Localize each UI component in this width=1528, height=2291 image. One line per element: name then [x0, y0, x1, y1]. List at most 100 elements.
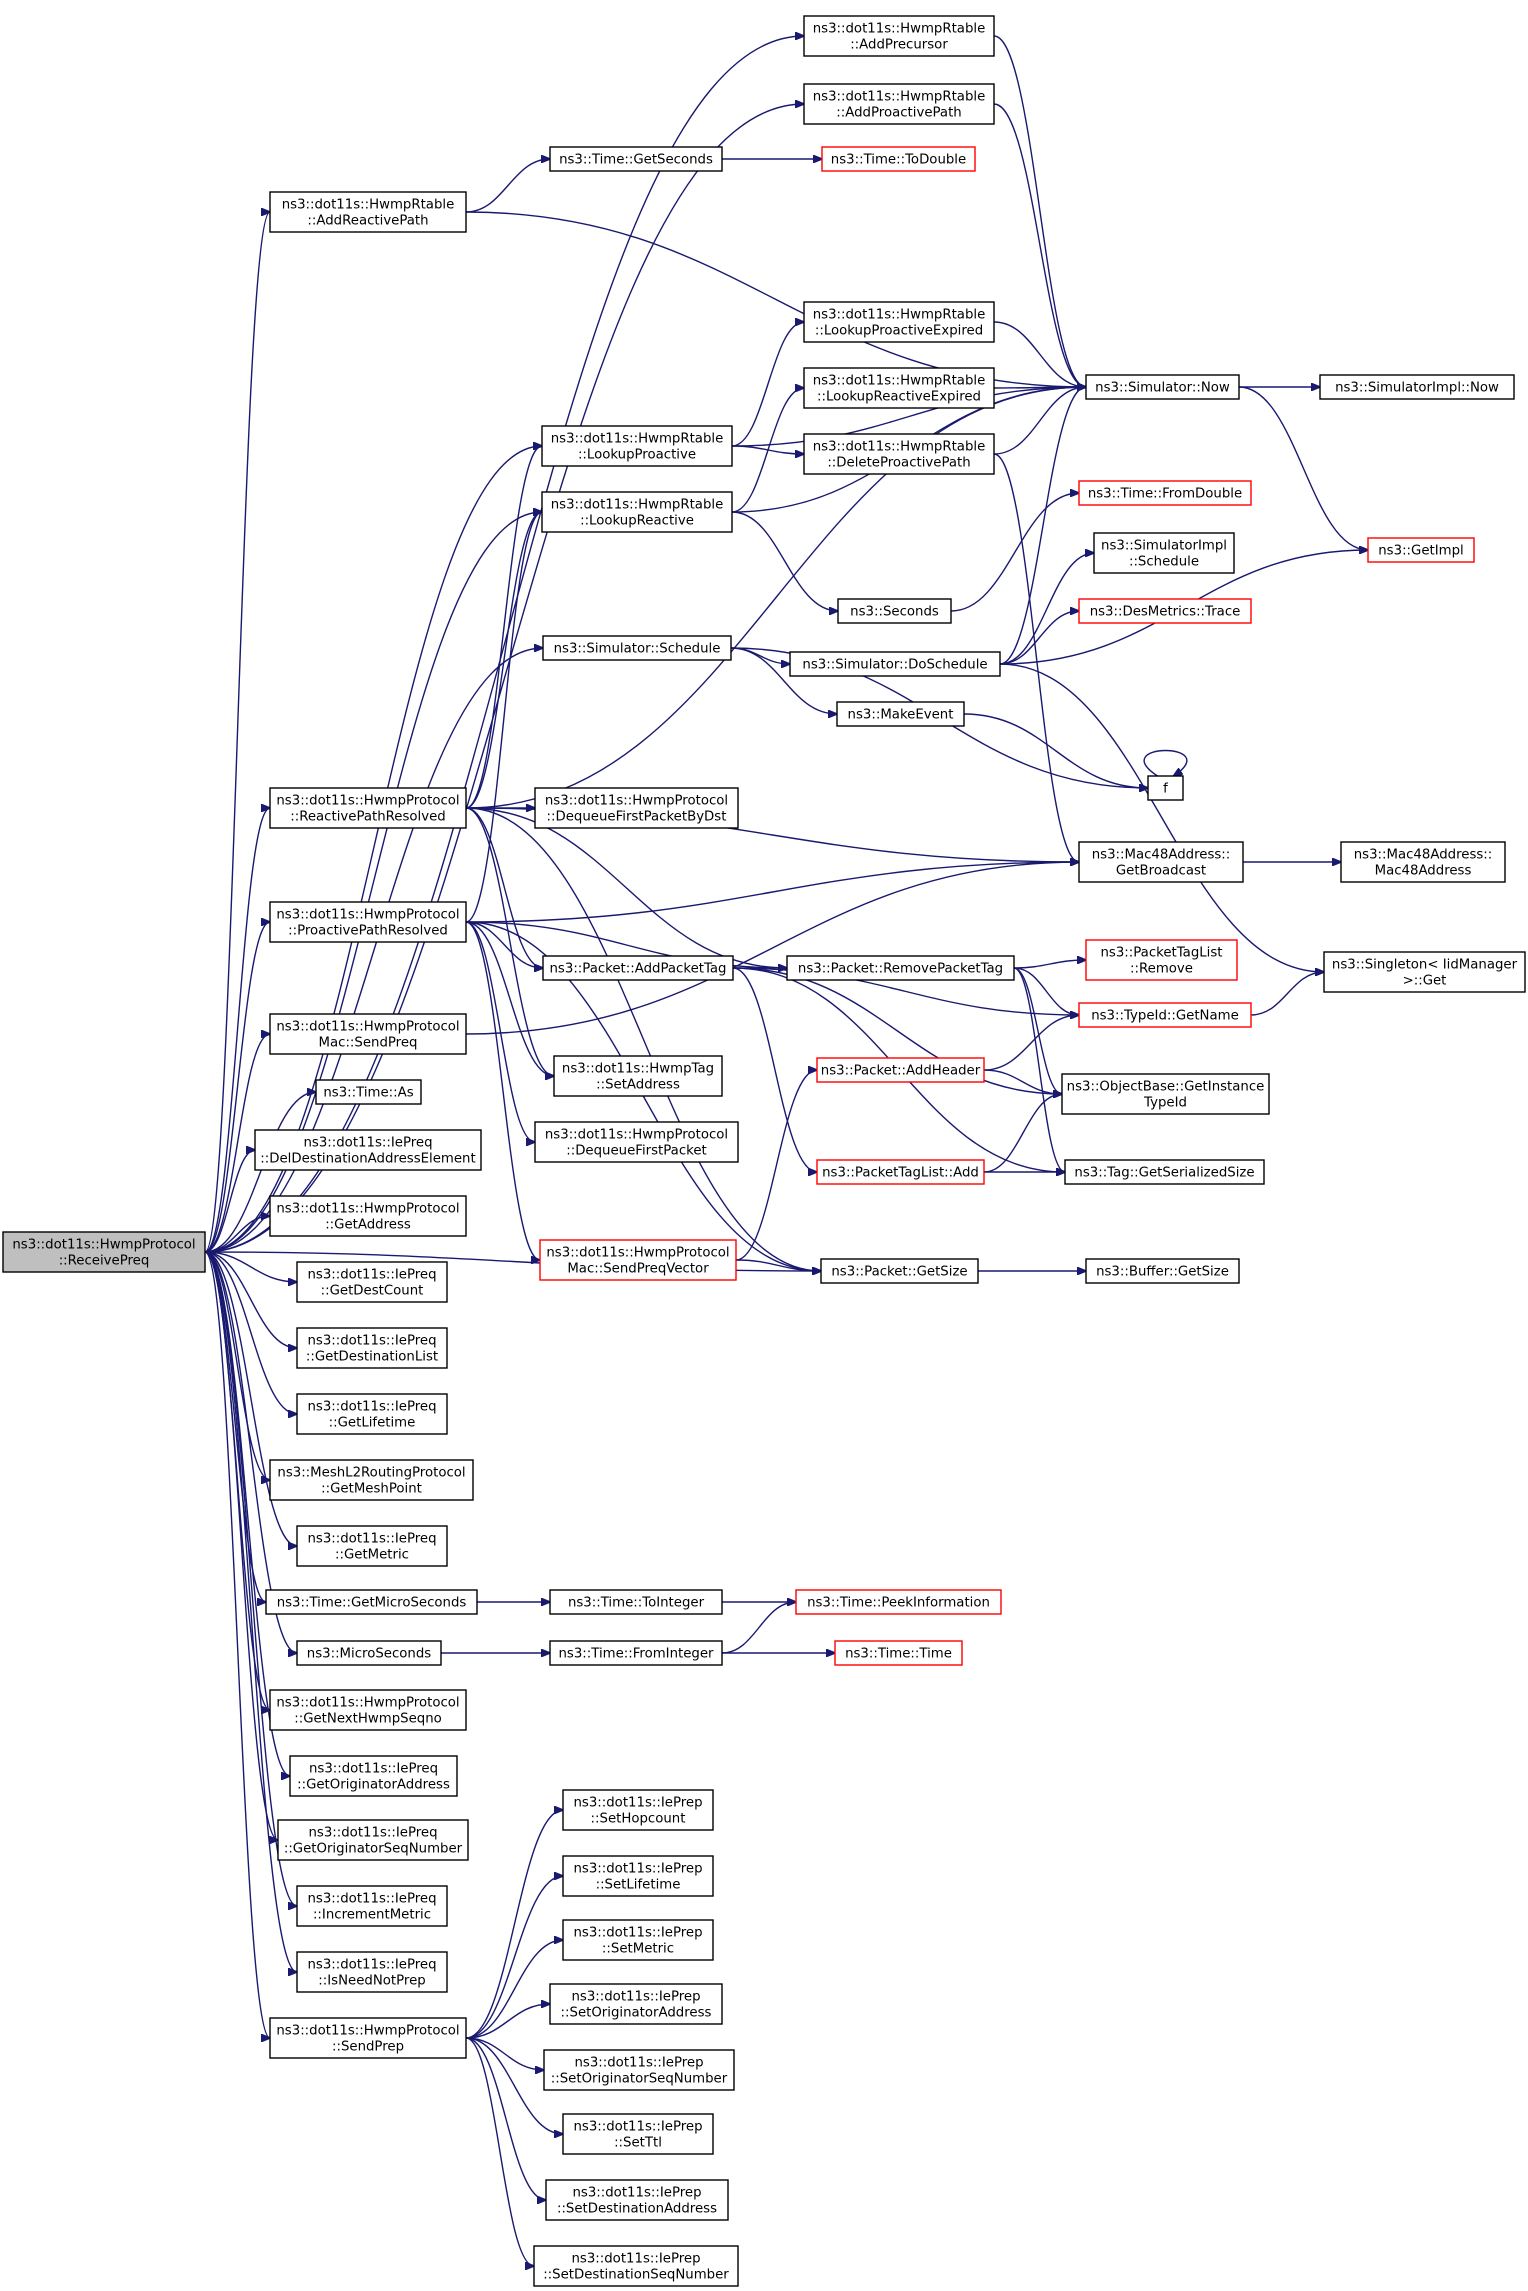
node-label: ns3::dot11s::IePreq [307, 1400, 436, 1415]
node-set-lifetime[interactable]: ns3::dot11s::IePrep::SetLifetime [562, 1855, 714, 1897]
node-from-integer[interactable]: ns3::Time::FromInteger [549, 1640, 723, 1666]
edge-delete-proactive-path-to-get-broadcast [993, 453, 1079, 862]
node-get-metric[interactable]: ns3::dot11s::IePreq::GetMetric [296, 1525, 448, 1567]
node-f[interactable]: f [1147, 775, 1184, 801]
edge-mac-send-preq-to-get-broadcast [465, 862, 1079, 1035]
node-seconds[interactable]: ns3::Seconds [837, 598, 952, 624]
node-box [553, 1055, 723, 1097]
edge-remove-packet-tag-to-tag-get-serialized-size [1013, 967, 1065, 1172]
node-micro-seconds[interactable]: ns3::MicroSeconds [296, 1640, 442, 1666]
node-add-packet-tag[interactable]: ns3::Packet::AddPacketTag [542, 955, 734, 981]
node-box [789, 651, 1001, 677]
node-lookup-proactive-expired[interactable]: ns3::dot11s::HwmpRtable::LookupProactive… [803, 301, 995, 343]
node-lookup-proactive[interactable]: ns3::dot11s::HwmpRtable::LookupProactive [541, 425, 733, 467]
node-get-seconds[interactable]: ns3::Time::GetSeconds [549, 146, 723, 172]
node-get-dest-count[interactable]: ns3::dot11s::IePreq::GetDestCount [296, 1261, 448, 1303]
node-label: f [1163, 782, 1168, 797]
node-get-originator-seq-number[interactable]: ns3::dot11s::IePreq::GetOriginatorSeqNum… [277, 1819, 469, 1861]
node-increment-metric[interactable]: ns3::dot11s::IePreq::IncrementMetric [296, 1885, 448, 1927]
node-set-destination-seq-number[interactable]: ns3::dot11s::IePrep::SetDestinationSeqNu… [533, 2245, 739, 2287]
node-hwmp-tag-set-address[interactable]: ns3::dot11s::HwmpTag::SetAddress [553, 1055, 723, 1097]
node-sim-schedule[interactable]: ns3::Simulator::Schedule [542, 635, 732, 661]
node-to-double[interactable]: ns3::Time::ToDouble [821, 146, 976, 172]
node-sim-now[interactable]: ns3::Simulator::Now [1085, 374, 1240, 400]
node-label: ::SetOriginatorSeqNumber [551, 2072, 728, 2087]
node-label: ns3::DesMetrics::Trace [1090, 605, 1241, 620]
node-dequeue-by-dst[interactable]: ns3::dot11s::HwmpProtocol::DequeueFirstP… [534, 787, 739, 829]
node-label: ns3::Packet::AddHeader [821, 1064, 981, 1079]
node-is-need-not-prep[interactable]: ns3::dot11s::IePreq::IsNeedNotPrep [296, 1951, 448, 1993]
node-reactive-path-resolved[interactable]: ns3::dot11s::HwmpProtocol::ReactivePathR… [269, 787, 467, 829]
node-lookup-reactive[interactable]: ns3::dot11s::HwmpRtable::LookupReactive [541, 491, 733, 533]
node-make-event[interactable]: ns3::MakeEvent [836, 701, 965, 727]
node-tag-get-serialized-size[interactable]: ns3::Tag::GetSerializedSize [1064, 1159, 1265, 1185]
node-label: ns3::PacketTagList [1100, 946, 1222, 961]
node-singleton-get[interactable]: ns3::Singleton< IidManager>::Get [1323, 951, 1526, 993]
node-label: ns3::Packet::GetSize [831, 1265, 967, 1280]
node-label: ::DequeueFirstPacket [566, 1144, 707, 1159]
node-label: ns3::dot11s::IePreq [307, 1532, 436, 1547]
node-send-prep[interactable]: ns3::dot11s::HwmpProtocol::SendPrep [269, 2017, 467, 2059]
edge-proactive-path-resolved-to-lookup-reactive [465, 512, 542, 923]
node-time-time[interactable]: ns3::Time::Time [834, 1640, 963, 1666]
node-des-trace[interactable]: ns3::DesMetrics::Trace [1078, 598, 1252, 624]
node-label: GetBroadcast [1116, 864, 1206, 879]
node-lookup-reactive-expired[interactable]: ns3::dot11s::HwmpRtable::LookupReactiveE… [803, 367, 995, 409]
node-add-precursor[interactable]: ns3::dot11s::HwmpRtable::AddPrecursor [803, 15, 995, 57]
edge-add-reactive-path-to-get-seconds [465, 159, 550, 213]
node-set-originator-address[interactable]: ns3::dot11s::IePrep::SetOriginatorAddres… [549, 1983, 723, 2025]
edge-sim-schedule-to-do-schedule [730, 647, 790, 664]
node-remove-packet-tag[interactable]: ns3::Packet::RemovePacketTag [786, 955, 1015, 981]
node-label: ns3::dot11s::IePrep [573, 2120, 702, 2135]
node-root[interactable]: ns3::dot11s::HwmpProtocol::ReceivePreq [2, 1231, 206, 1273]
node-to-integer[interactable]: ns3::Time::ToInteger [549, 1589, 723, 1615]
edge-sim-now-to-get-impl [1238, 386, 1368, 550]
node-get-micro-seconds[interactable]: ns3::Time::GetMicroSeconds [265, 1589, 478, 1615]
node-buffer-get-size[interactable]: ns3::Buffer::GetSize [1085, 1258, 1240, 1284]
node-tag-list-add[interactable]: ns3::PacketTagList::Add [816, 1159, 985, 1185]
node-get-impl[interactable]: ns3::GetImpl [1367, 537, 1475, 563]
node-get-lifetime[interactable]: ns3::dot11s::IePreq::GetLifetime [296, 1393, 448, 1435]
node-set-originator-seq-number[interactable]: ns3::dot11s::IePrep::SetOriginatorSeqNum… [543, 2049, 735, 2091]
node-set-metric[interactable]: ns3::dot11s::IePrep::SetMetric [562, 1919, 714, 1961]
node-box [803, 83, 995, 125]
node-del-dest-addr[interactable]: ns3::dot11s::IePreq::DelDestinationAddre… [254, 1129, 482, 1171]
node-sim-impl-schedule[interactable]: ns3::SimulatorImpl::Schedule [1093, 532, 1235, 574]
node-get-mesh-point[interactable]: ns3::MeshL2RoutingProtocol::GetMeshPoint [269, 1459, 474, 1501]
node-set-hopcount[interactable]: ns3::dot11s::IePrep::SetHopcount [562, 1789, 714, 1831]
node-get-originator-address[interactable]: ns3::dot11s::IePreq::GetOriginatorAddres… [289, 1755, 458, 1797]
node-proactive-path-resolved[interactable]: ns3::dot11s::HwmpProtocol::ProactivePath… [269, 901, 467, 943]
node-sim-impl-now[interactable]: ns3::SimulatorImpl::Now [1319, 374, 1515, 400]
node-add-reactive-path[interactable]: ns3::dot11s::HwmpRtable::AddReactivePath [269, 191, 467, 233]
node-label: ns3::SimulatorImpl::Now [1335, 381, 1499, 396]
node-label: ns3::MeshL2RoutingProtocol [277, 1466, 465, 1481]
node-packet-get-size[interactable]: ns3::Packet::GetSize [820, 1258, 979, 1284]
node-box [562, 1919, 714, 1961]
node-mac-send-preq-vector[interactable]: ns3::dot11s::HwmpProtocolMac::SendPreqVe… [539, 1239, 737, 1281]
node-add-header[interactable]: ns3::Packet::AddHeader [816, 1057, 985, 1083]
node-box [820, 1258, 979, 1284]
node-box [269, 1195, 467, 1237]
node-time-as[interactable]: ns3::Time::As [315, 1079, 422, 1105]
node-set-ttl[interactable]: ns3::dot11s::IePrep::SetTtl [562, 2113, 714, 2155]
node-add-proactive-path[interactable]: ns3::dot11s::HwmpRtable::AddProactivePat… [803, 83, 995, 125]
node-box [803, 15, 995, 57]
node-delete-proactive-path[interactable]: ns3::dot11s::HwmpRtable::DeleteProactive… [803, 433, 995, 475]
node-tag-list-remove[interactable]: ns3::PacketTagList::Remove [1085, 939, 1238, 981]
node-set-destination-address[interactable]: ns3::dot11s::IePrep::SetDestinationAddre… [545, 2179, 729, 2221]
node-dequeue-first[interactable]: ns3::dot11s::HwmpProtocol::DequeueFirstP… [534, 1121, 739, 1163]
node-get-broadcast[interactable]: ns3::Mac48Address::GetBroadcast [1078, 841, 1244, 883]
node-get-address[interactable]: ns3::dot11s::HwmpProtocol::GetAddress [269, 1195, 467, 1237]
node-type-id-get-name[interactable]: ns3::TypeId::GetName [1078, 1002, 1252, 1028]
node-get-destination-list[interactable]: ns3::dot11s::IePreq::GetDestinationList [296, 1327, 448, 1369]
node-from-double[interactable]: ns3::Time::FromDouble [1078, 480, 1252, 506]
node-label: ns3::GetImpl [1378, 544, 1463, 559]
node-mac48-address[interactable]: ns3::Mac48Address::Mac48Address [1340, 841, 1506, 883]
node-box [269, 191, 467, 233]
node-get-next-hwmp-seqno[interactable]: ns3::dot11s::HwmpProtocol::GetNextHwmpSe… [269, 1689, 467, 1731]
node-peek-information[interactable]: ns3::Time::PeekInformation [795, 1589, 1002, 1615]
node-do-schedule[interactable]: ns3::Simulator::DoSchedule [789, 651, 1001, 677]
node-label: ns3::dot11s::IePrep [571, 1990, 700, 2005]
